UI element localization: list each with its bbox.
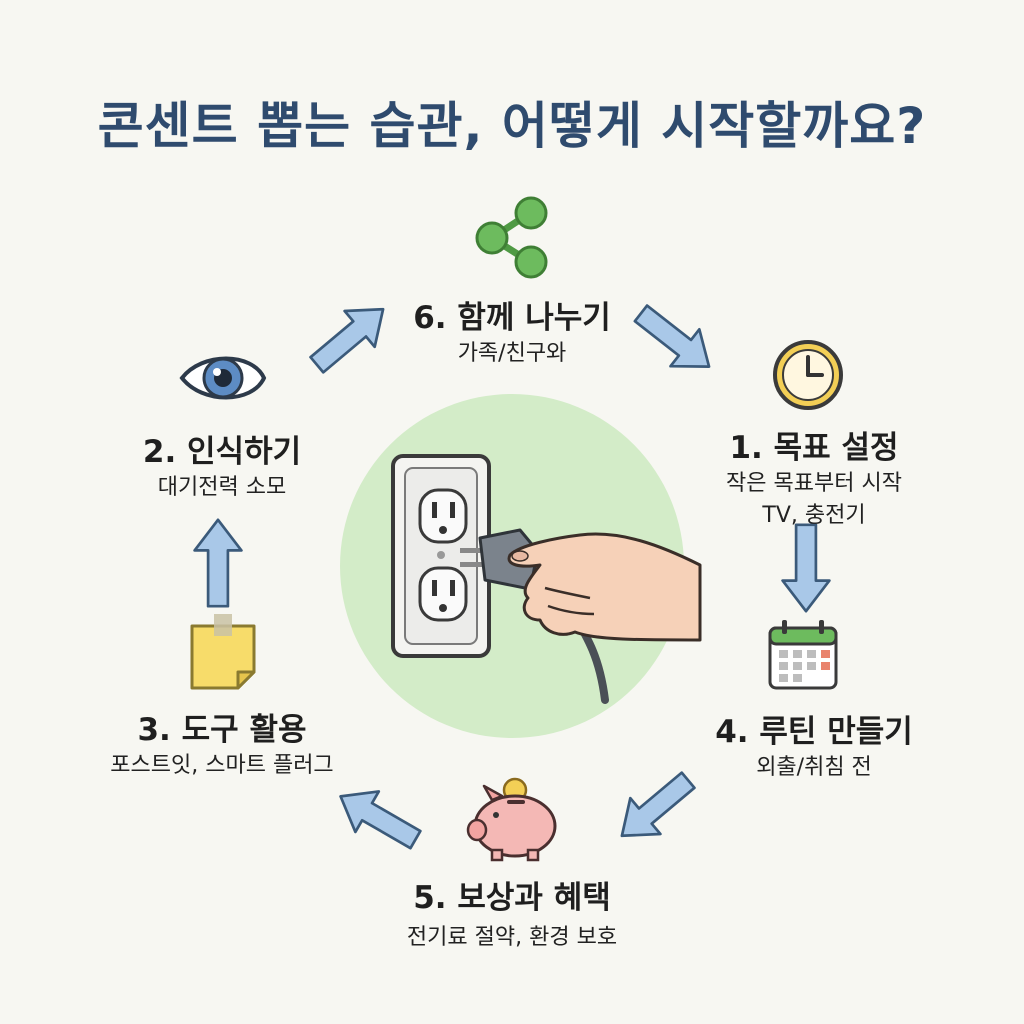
hand-illustration bbox=[507, 532, 702, 642]
outlet-illustration bbox=[391, 454, 491, 658]
sticky-note-icon bbox=[190, 614, 256, 690]
arrow-3-to-2 bbox=[193, 518, 243, 608]
step-3-title: 3. 도구 활용 bbox=[137, 712, 307, 748]
step-1-examples: TV, 충전기 bbox=[762, 503, 866, 528]
share-icon bbox=[475, 196, 548, 279]
step-1-description: 작은 목표부터 시작 bbox=[726, 471, 902, 496]
step-2-title: 2. 인식하기 bbox=[142, 434, 302, 470]
clock-icon bbox=[773, 340, 843, 410]
page-title: 콘센트 뽑는 습관, 어떻게 시작할까요? bbox=[97, 97, 927, 155]
calendar-icon bbox=[768, 620, 838, 690]
eye-icon bbox=[179, 356, 267, 400]
step-2-description: 대기전력 소모 bbox=[157, 475, 287, 500]
arrow-5-to-3 bbox=[327, 774, 429, 862]
step-1-title: 1. 목표 설정 bbox=[729, 430, 899, 466]
arrow-1-to-4 bbox=[781, 523, 831, 613]
step-3-description: 포스트잇, 스마트 플러그 bbox=[110, 753, 334, 778]
step-4-description: 외출/취침 전 bbox=[756, 755, 872, 780]
piggy-bank-icon bbox=[466, 777, 557, 862]
step-6-description: 가족/친구와 bbox=[457, 341, 567, 366]
step-5-title: 5. 보상과 혜택 bbox=[413, 880, 611, 916]
step-6-title: 6. 함께 나누기 bbox=[413, 300, 611, 336]
step-5-description: 전기료 절약, 환경 보호 bbox=[406, 925, 618, 950]
step-4-title: 4. 루틴 만들기 bbox=[715, 714, 913, 750]
